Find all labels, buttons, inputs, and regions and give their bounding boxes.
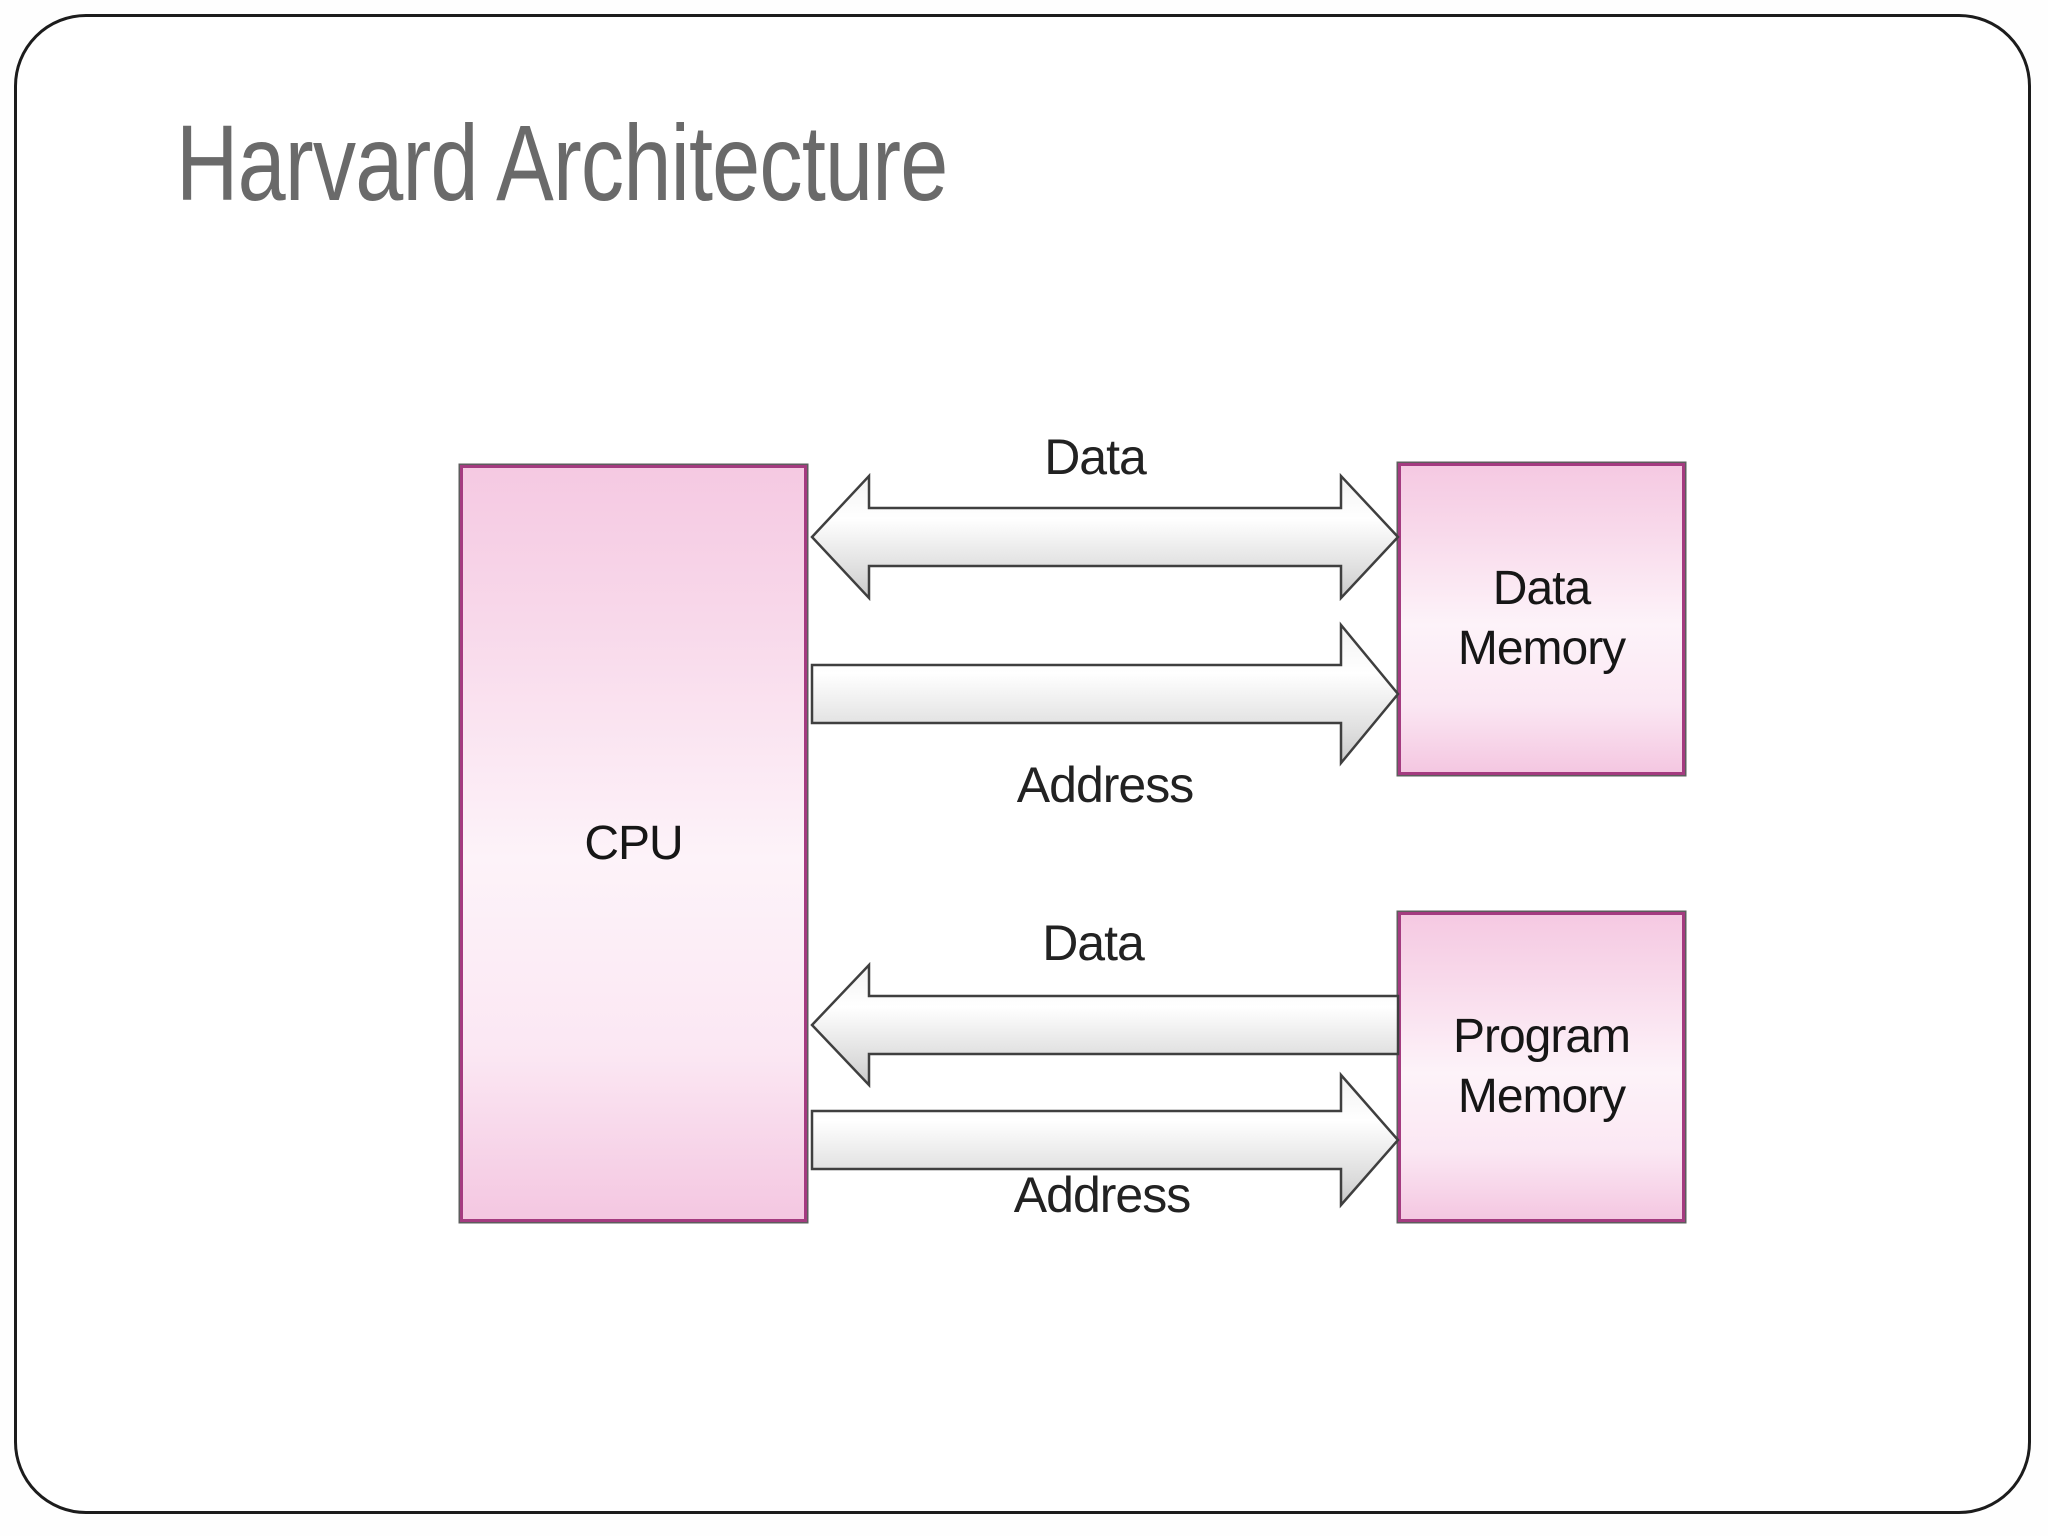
data-memory-box: Data Memory <box>1398 463 1685 775</box>
address-bus-top-arrow <box>810 621 1400 767</box>
program-memory-label: Program Memory <box>1452 1010 1631 1123</box>
data-memory-label: Data Memory <box>1457 562 1626 675</box>
slide-title: Harvard Architecture <box>176 102 948 223</box>
data-bus-bottom-arrow <box>810 961 1400 1089</box>
address-bus-bottom-arrow <box>810 1071 1400 1209</box>
slide-frame <box>14 14 2031 1514</box>
data-bus-top-label: Data <box>1044 429 1147 485</box>
data-bus-bottom-label: Data <box>1042 915 1145 971</box>
program-memory-box: Program Memory <box>1398 912 1685 1222</box>
address-bus-bottom-label: Address <box>1013 1167 1191 1223</box>
cpu-box: CPU <box>460 465 807 1222</box>
address-bus-top-label: Address <box>1016 757 1194 813</box>
cpu-label: CPU <box>584 816 683 870</box>
data-bus-top-arrow <box>810 472 1400 602</box>
